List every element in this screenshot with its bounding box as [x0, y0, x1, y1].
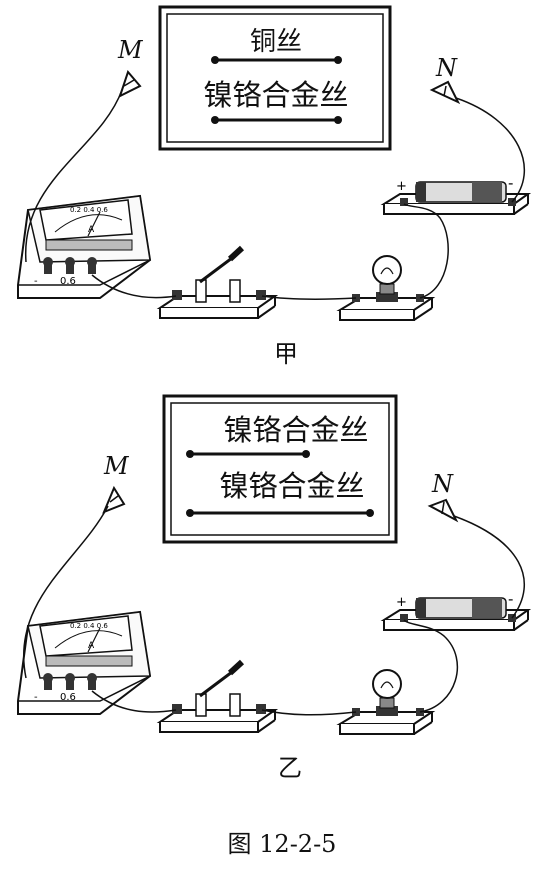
bottom-ammeter-scale: 0.2 0.4 0.6 — [70, 622, 108, 630]
bottom-wire-upper-label: 镍铬合金丝 — [223, 413, 368, 447]
bottom-wire-switch-lamp — [261, 709, 357, 716]
bottom-ammeter-minus: - — [34, 692, 38, 703]
bottom-battery-minus: - — [508, 590, 513, 608]
top-caption: 甲 — [274, 340, 298, 368]
top-wire-upper-label: 铜丝 — [250, 27, 302, 57]
top-circuit: 铜丝 镍铬合金丝 M N 0.2 0.4 0.6 A - 0.6 + - 甲 — [17, 5, 529, 368]
bottom-wire-lower-label: 镍铬合金丝 — [219, 469, 364, 503]
top-switch — [160, 248, 275, 318]
top-lamp — [339, 255, 433, 321]
bottom-wire-lamp-battery — [403, 619, 459, 713]
top-ammeter-range: 0.6 — [60, 276, 76, 287]
top-wire-ammeter-m — [25, 89, 123, 263]
top-wire-battery-n — [455, 97, 526, 203]
top-battery-minus: - — [508, 174, 513, 192]
top-clip-m-label: M — [117, 36, 144, 64]
top-ammeter-unit: A — [88, 225, 95, 235]
top-wire-board — [158, 5, 392, 151]
top-ammeter-scale: 0.2 0.4 0.6 — [70, 206, 108, 214]
top-battery-plus: + — [396, 179, 407, 194]
bottom-wire-battery-n — [453, 515, 526, 619]
top-clip-m — [118, 70, 142, 98]
bottom-lamp — [339, 669, 433, 735]
bottom-ammeter-range: 0.6 — [60, 692, 76, 703]
bottom-switch — [160, 662, 275, 732]
bottom-clip-m-label: M — [103, 452, 130, 480]
figure-caption: 图 12-2-5 — [228, 830, 337, 858]
bottom-wire-ammeter-m — [23, 505, 109, 679]
top-wire-lamp-battery — [403, 203, 449, 299]
bottom-clip-m — [102, 485, 126, 514]
bottom-clip-n-label: N — [431, 470, 454, 498]
top-wire-ammeter-switch — [91, 274, 177, 299]
bottom-wire-ammeter-switch — [91, 690, 177, 713]
top-wire-lower-label: 镍铬合金丝 — [203, 78, 348, 112]
top-wire-switch-lamp — [261, 295, 357, 301]
top-clip-n-label: N — [435, 54, 458, 82]
bottom-caption: 乙 — [278, 754, 302, 782]
bottom-wire-board — [162, 394, 398, 544]
bottom-ammeter-unit: A — [88, 641, 95, 651]
bottom-battery-plus: + — [396, 595, 407, 610]
top-ammeter-minus: - — [34, 276, 38, 287]
bottom-circuit: 镍铬合金丝 镍铬合金丝 M N 0.2 0.4 0.6 A - 0.6 + - — [17, 394, 529, 782]
